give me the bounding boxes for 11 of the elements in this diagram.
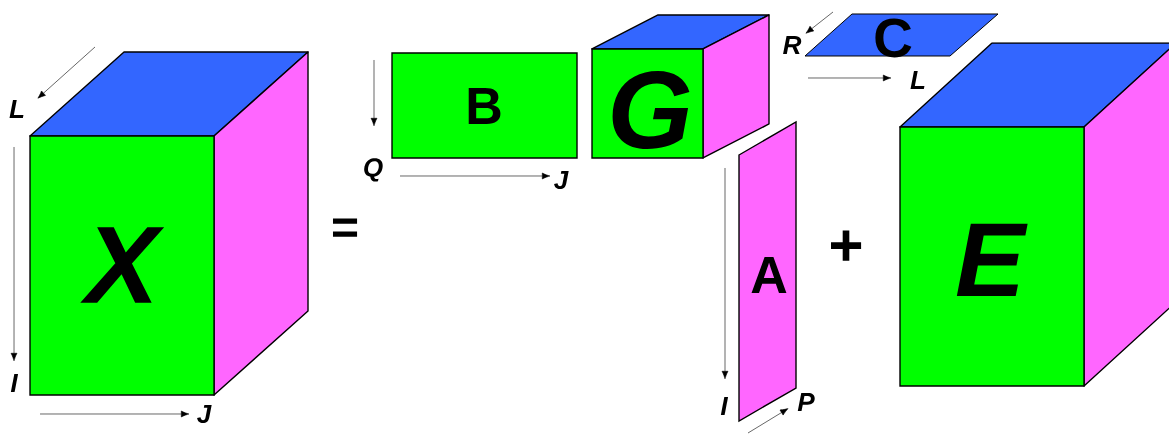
axis-label: Q	[364, 158, 383, 182]
slab-drawing: C	[804, 13, 999, 58]
operator-sign: +	[831, 230, 862, 261]
matrix-box: B	[391, 52, 578, 159]
axis-label: J	[554, 170, 569, 190]
cube-drawing: G	[591, 14, 770, 159]
operator-sign: =	[333, 218, 358, 237]
node-label: A	[751, 257, 787, 293]
cube-drawing: X	[29, 51, 309, 396]
axis-label: L	[910, 71, 925, 89]
axis-label: R	[783, 36, 802, 54]
